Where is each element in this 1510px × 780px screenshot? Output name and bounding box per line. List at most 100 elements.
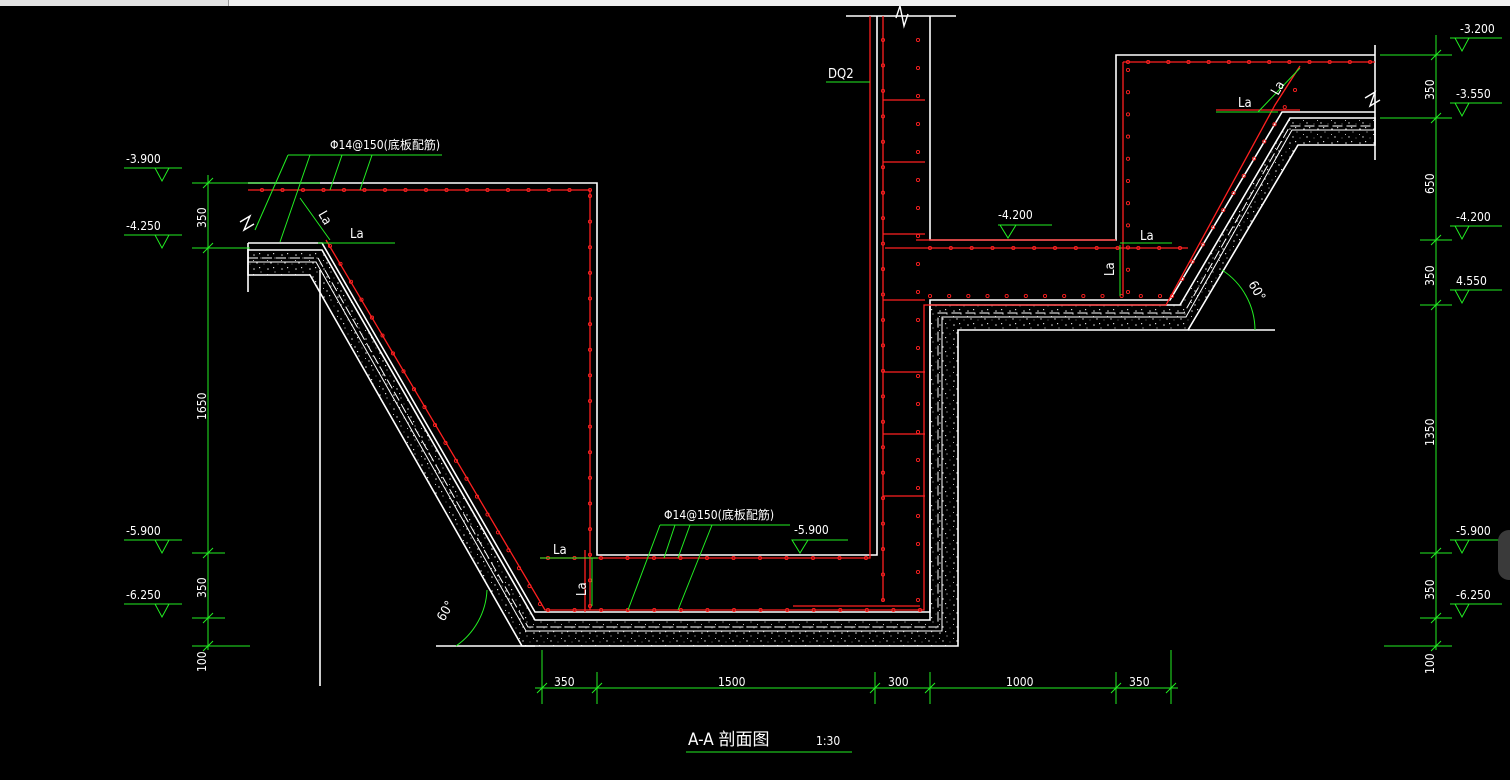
rebar-dot xyxy=(1206,59,1211,65)
rebar-dot xyxy=(527,584,532,589)
rebar-dot xyxy=(422,405,427,410)
rebar-dot xyxy=(915,177,921,183)
elev-left-3: -5.900 xyxy=(126,524,161,538)
rebar-dot xyxy=(1125,178,1131,184)
rebar-dot xyxy=(432,422,438,428)
rebar-dot xyxy=(990,245,995,251)
rebar-dot xyxy=(516,566,522,571)
rebar-dot xyxy=(915,65,921,71)
rebar-dot xyxy=(567,187,572,193)
concrete-cushion-layer xyxy=(247,117,1376,647)
rebar-dot xyxy=(1125,59,1131,65)
rebar-dot xyxy=(864,607,869,613)
dim-bottom-2: 1500 xyxy=(718,675,746,689)
rebar-dot xyxy=(464,187,470,193)
rebar-dot xyxy=(880,368,886,373)
rebar-dot xyxy=(1042,293,1048,299)
rebar-dot xyxy=(1004,293,1009,299)
rebar-dot xyxy=(1241,173,1246,178)
rebar-dot xyxy=(625,555,630,561)
rebar-dot xyxy=(587,187,593,193)
elev-left-2: -4.250 xyxy=(126,219,161,233)
rebar-dot xyxy=(1180,276,1185,281)
rebar-dot xyxy=(1282,105,1287,110)
rebar-dot xyxy=(1251,156,1257,161)
rebar-dot xyxy=(1367,59,1373,65)
rebar-note-bottom: Φ14@150(底板配筋) xyxy=(664,507,774,522)
rebar-dot xyxy=(390,351,396,356)
cad-drawing-canvas[interactable]: -3.900 -4.250 -5.900 -6.250 -3.200 -3.55… xyxy=(0,6,1510,780)
rebar-dot xyxy=(810,555,816,561)
rebar-dot xyxy=(678,555,683,561)
rebar-dot xyxy=(599,607,604,613)
rebar-dot xyxy=(915,597,921,603)
rebar-dot xyxy=(464,476,469,481)
dim-bottom-4: 1000 xyxy=(1006,675,1034,689)
dim-right-3: 350 xyxy=(1423,265,1437,286)
rebar-dot xyxy=(705,607,710,613)
rebar-dot xyxy=(506,548,511,553)
rebar-dot xyxy=(880,343,886,348)
la-label-6: La xyxy=(1103,262,1118,276)
rebar-dot xyxy=(785,607,790,613)
rebar-dot xyxy=(880,165,886,170)
rebar-dot xyxy=(985,293,990,299)
rebar-dot xyxy=(758,607,763,613)
elev-right-3: -4.200 xyxy=(1456,210,1491,224)
rebar-dot xyxy=(1115,245,1120,251)
rebar-dot xyxy=(401,369,406,374)
rebar-dot xyxy=(678,607,683,613)
rebar-dot xyxy=(880,114,886,119)
la-label-7: La xyxy=(1238,96,1252,111)
rebar-dot xyxy=(1231,190,1236,196)
rebar-dot xyxy=(411,387,417,392)
rebar-dot xyxy=(587,219,593,224)
break-symbols xyxy=(239,6,1381,232)
dim-right-1: 350 xyxy=(1423,79,1437,100)
rebar-dot xyxy=(880,317,886,323)
rebar-dot xyxy=(587,424,593,429)
dim-bottom-5: 350 xyxy=(1129,675,1150,689)
rebar-dot xyxy=(880,547,886,552)
rebar-dot xyxy=(1125,245,1131,250)
rebar-dot xyxy=(1062,293,1067,299)
rebar-dot xyxy=(1157,293,1163,299)
rebar-dot xyxy=(880,88,886,93)
rebar-dot xyxy=(863,555,869,561)
rebar-dot xyxy=(1327,59,1332,65)
la-label-5: La xyxy=(1140,229,1154,244)
rebar-dot xyxy=(704,555,710,561)
rebar-dot xyxy=(485,512,490,517)
rebar-dot xyxy=(1177,245,1183,251)
rebar-dot xyxy=(587,193,593,199)
rebar-dot xyxy=(915,541,921,547)
wall-label: DQ2 xyxy=(828,67,854,82)
rebar-dot xyxy=(917,607,923,613)
rebar-dot xyxy=(598,555,604,561)
rebar-dot xyxy=(1292,87,1298,93)
rebar-dot xyxy=(915,401,921,407)
rebar-dot xyxy=(880,267,886,272)
rebar-dot xyxy=(784,555,789,561)
rebar-dot xyxy=(731,607,737,613)
rebar-dot xyxy=(443,440,448,445)
rebar-dot xyxy=(572,607,577,613)
rebar-dot xyxy=(915,317,921,323)
rebar-dot xyxy=(1081,293,1086,299)
rebar-dot xyxy=(948,245,953,251)
rebar-dot xyxy=(966,293,971,299)
dim-left-2: 1650 xyxy=(195,392,209,420)
section-title: A-A 剖面图 xyxy=(688,730,770,750)
rebar-dot xyxy=(915,513,921,519)
rebar-dot xyxy=(1125,267,1131,272)
rebar-dot xyxy=(545,607,551,613)
rebar-dot xyxy=(837,555,842,561)
dim-right-2: 650 xyxy=(1423,173,1437,194)
rebar-dot xyxy=(485,187,490,193)
rebar-dot xyxy=(1226,59,1231,65)
rebar-dot xyxy=(348,279,354,284)
rebar-dot xyxy=(1347,59,1352,65)
la-label-1: La xyxy=(350,227,364,242)
drawing-tab[interactable] xyxy=(0,0,229,6)
scroll-handle[interactable] xyxy=(1498,530,1510,580)
